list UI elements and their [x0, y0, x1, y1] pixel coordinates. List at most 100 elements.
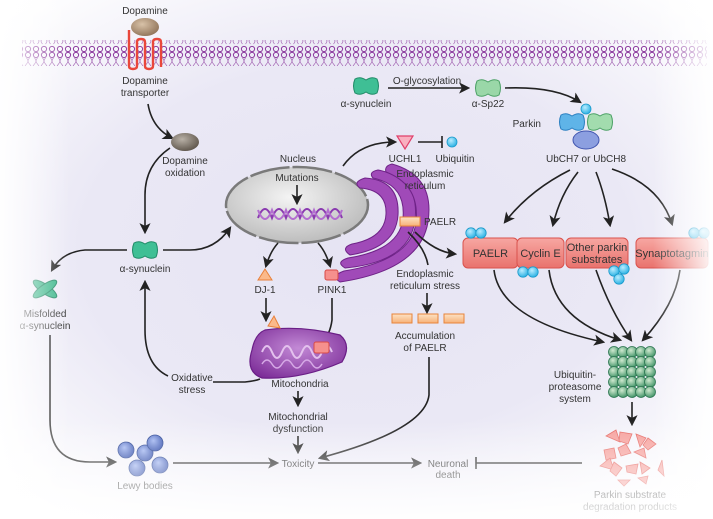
dna-icon	[257, 207, 343, 221]
arrow-oxidative-to-synuclein	[139, 279, 169, 377]
arrow-oxidation-to-synuclein	[139, 147, 171, 235]
er-stress-label-2: reticulum stress	[390, 281, 460, 292]
pink1-label: PINK1	[318, 285, 347, 296]
ups-label-3: system	[559, 394, 591, 405]
ubiquitin-icon	[446, 136, 458, 148]
line-paelr-to-er-stress	[407, 231, 429, 266]
proteasome-subunit	[644, 366, 656, 378]
alpha-synuclein-icon	[132, 241, 158, 259]
substrate-label: PAELR	[473, 248, 508, 260]
dopamine-label: Dopamine	[122, 6, 168, 17]
accumulation-label-2: of PAELR	[403, 343, 446, 354]
dj1-label: DJ-1	[254, 285, 276, 296]
arrow-synaptotagmin-to-ups	[641, 269, 681, 342]
ubiquitin-icon	[613, 273, 625, 285]
substrate-rect	[516, 237, 565, 269]
arrow-nucleus-to-dj1	[263, 242, 279, 269]
arrow-synuclein-to-misfolded	[50, 249, 127, 272]
arrow-ubch-to-other	[595, 171, 615, 228]
dysfunction-label-2: dysfunction	[273, 424, 324, 435]
toxicity-label: Toxicity	[282, 459, 315, 470]
proteasome-icon	[608, 346, 656, 398]
o-glycosylation-label: O-glycosylation	[393, 76, 461, 87]
degradation-label-2: degradation products	[583, 502, 677, 513]
arrow-ubch-to-synaptotagmin	[611, 168, 675, 227]
ubiquitin-icon	[618, 263, 630, 275]
mutations-label: Mutations	[275, 173, 318, 184]
dopamine-oxidation-label-2: oxidation	[165, 168, 205, 179]
parkin-label: Parkin	[513, 119, 541, 130]
proteasome-subunit	[644, 386, 656, 398]
inhibit-uchl1-ubiquitin	[418, 136, 443, 148]
arrow-ubch-to-paelr	[503, 169, 571, 224]
proteasome-subunit	[644, 346, 656, 358]
ubiquitin-icon	[517, 266, 529, 278]
arrow-sp22-to-parkin	[504, 86, 582, 104]
degradation-label: Parkin substrate	[594, 490, 667, 501]
alpha-synuclein-icon	[353, 77, 379, 95]
ubiquitin-icon	[688, 227, 700, 239]
parkin-complex-icon	[559, 103, 613, 150]
nucleus-label: Nucleus	[280, 154, 316, 165]
paelr-accumulation-icon	[391, 313, 465, 324]
neuronal-death-label: Neuronal	[428, 459, 469, 470]
neuronal-death-label-2: death	[435, 470, 460, 481]
inhibit-degradation-death	[475, 457, 582, 469]
paelr-icon	[399, 216, 421, 227]
oxidized-dopamine-icon	[171, 133, 199, 151]
er-label-2: reticulum	[405, 181, 446, 192]
dopamine-molecule-icon	[131, 18, 159, 36]
ubiquitin-icon	[527, 266, 539, 278]
arrow-paelr-to-substrate	[414, 231, 458, 259]
proteasome-subunit	[644, 376, 656, 388]
misfolded-label-2: α-synuclein	[20, 321, 71, 332]
mitochondria-label: Mitochondria	[271, 379, 329, 390]
mitochondrion-icon	[249, 314, 348, 379]
ubiquitin-icon	[475, 227, 487, 239]
dj1-triangle-icon	[257, 268, 273, 281]
substrate-box: Synaptotagmin	[635, 227, 710, 269]
lewy-bodies-icon	[117, 434, 169, 477]
cell-membrane	[22, 40, 707, 66]
sp22-label: α-Sp22	[472, 99, 505, 110]
arrow-synuclein-to-nucleus	[163, 226, 232, 251]
pink1-square-icon	[324, 269, 339, 281]
degradation-fragments-icon	[599, 429, 665, 487]
ups-label-2: proteasome	[549, 382, 602, 393]
oxidative-stress-label-2: stress	[179, 385, 206, 396]
arrow-ubch-to-cyclin	[549, 171, 579, 228]
er-stress-label: Endoplasmic	[396, 269, 453, 280]
dopamine-oxidation-label: Dopamine	[162, 156, 208, 167]
ubiquitin-icon	[698, 227, 710, 239]
misfolded-label: Misfolded	[24, 309, 67, 320]
substrate-rect	[565, 237, 629, 269]
ups-label: Ubiquitin-	[554, 370, 596, 381]
proteasome-subunit	[644, 356, 656, 368]
arrow-transporter-to-oxidation	[147, 103, 175, 140]
ubch-label: UbCH7 or UbCH8	[546, 154, 626, 165]
er-label: Endoplasmic	[396, 169, 453, 180]
ubiquitin-label: Ubiquitin	[436, 154, 475, 165]
accumulation-label: Accumulation	[395, 331, 455, 342]
alpha-sp22-icon	[475, 79, 501, 97]
substrate-label: Cyclin E	[520, 248, 560, 260]
substrate-label: substrates	[572, 254, 623, 266]
paelr-er-label: PAELR	[424, 217, 456, 228]
arrow-paelr-to-ups	[493, 269, 606, 346]
substrate-label: Synaptotagmin	[635, 248, 708, 260]
arrow-other-to-ups	[595, 269, 633, 342]
line-mitochondria-to-oxidative	[213, 378, 261, 383]
uchl1-label: UCHL1	[389, 154, 422, 165]
misfolded-synuclein-icon	[32, 279, 58, 299]
arrow-nucleus-to-uchl1	[342, 136, 398, 167]
arrow-nucleus-to-pink1	[317, 242, 333, 269]
er-icon	[335, 163, 430, 283]
substrate-box: PAELR	[462, 227, 519, 269]
arrow-accumulation-to-toxicity	[317, 357, 430, 462]
ubiquitin-icon	[465, 227, 477, 239]
uchl1-triangle-icon	[395, 135, 415, 151]
dopamine-transporter-label: Dopamine	[122, 76, 168, 87]
